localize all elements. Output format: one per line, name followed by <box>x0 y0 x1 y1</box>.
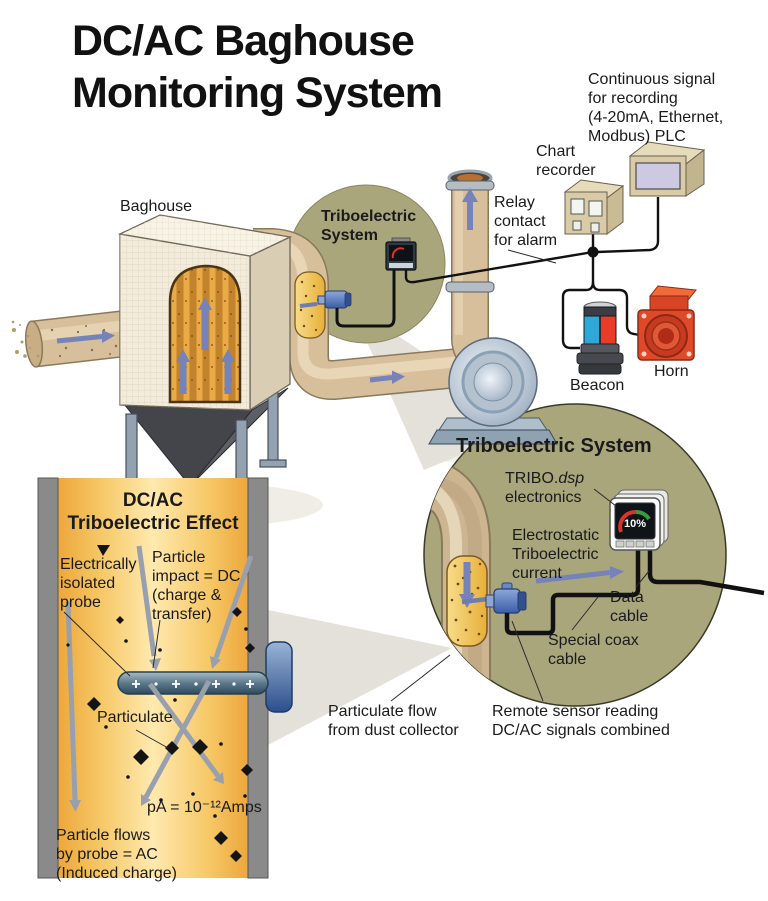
junction-dot <box>587 246 599 258</box>
small-sensor-patch <box>294 271 326 339</box>
label-tribo-dsp: TRIBO.dsp electronics <box>505 469 584 507</box>
charge-plus-marks <box>132 680 254 688</box>
tribo-dsp-device <box>609 489 669 551</box>
tribo-dsp-line2: electronics <box>505 489 582 507</box>
big-circle-title: Triboelectric System <box>456 435 652 457</box>
wire-alarm-horn <box>591 281 641 337</box>
small-sensor-cable <box>335 270 396 328</box>
label-particulate-flow: Particulate flow from dust collector <box>328 703 459 740</box>
label-continuous-signal: Continuous signal for recording (4-20mA,… <box>588 71 724 146</box>
big-sensor-patch <box>446 555 489 647</box>
dust-spray <box>11 320 40 358</box>
filter-bags-cutaway <box>168 264 242 404</box>
wire-plc <box>596 197 660 254</box>
relay-leader-line <box>507 249 557 264</box>
label-chart-recorder: Chart recorder <box>536 143 596 180</box>
inlet-pipe <box>11 309 133 368</box>
chart-recorder-box <box>563 179 625 235</box>
small-circle-title: Triboelectric System <box>321 208 417 245</box>
particulate-flakes <box>66 545 255 862</box>
label-special-coax: Special coax cable <box>548 632 639 669</box>
label-horn: Horn <box>654 363 689 380</box>
beacon-graphic <box>576 301 624 375</box>
tribo-dsp-prefix: TRIBO. <box>505 470 559 487</box>
zoom-wedge-left <box>268 610 452 745</box>
label-pa-amps: pA = 10⁻¹²Amps <box>147 799 262 816</box>
label-baghouse: Baghouse <box>120 198 193 215</box>
panel-leader-lines <box>63 611 169 749</box>
baghouse-graphic <box>117 214 293 517</box>
small-electronics-box <box>385 237 417 271</box>
label-relay-contact: Relay contact for alarm <box>494 194 558 250</box>
hopper-front <box>122 403 254 487</box>
effect-panel <box>37 477 293 879</box>
probe-rod <box>117 671 269 695</box>
label-particle-impact: Particle impact = DC (charge & transfer) <box>152 549 241 624</box>
wire-sensor-to-junction <box>404 250 594 284</box>
small-sensor-device <box>317 290 352 309</box>
panel-wall-left <box>37 477 59 879</box>
exhaust-stack <box>445 169 497 381</box>
tribo-dsp-name: dsp <box>558 470 585 487</box>
label-data-cable: Data cable <box>610 589 649 626</box>
wire-alarm-beacon <box>561 252 595 350</box>
electrostatic-current-arrow <box>535 566 624 584</box>
baghouse-right-face <box>249 235 291 412</box>
label-electrically-isolated: Electrically isolated probe <box>60 556 137 612</box>
label-beacon: Beacon <box>570 377 625 394</box>
wire-network <box>404 197 660 350</box>
gauge-value: 10% <box>623 518 647 530</box>
big-circle-leader-lines <box>390 488 650 702</box>
probe-mount-disc <box>265 641 293 713</box>
panel-title: DC/AC Triboelectric Effect <box>67 490 239 534</box>
page-title: DC/AC Baghouse Monitoring System <box>72 17 443 117</box>
label-particulate: Particulate <box>97 709 173 726</box>
horn-graphic <box>637 285 697 361</box>
impact-arrows <box>136 545 254 671</box>
blower-fan <box>428 337 558 445</box>
induced-arrows <box>65 601 224 812</box>
label-remote-sensor: Remote sensor reading DC/AC signals comb… <box>492 703 670 740</box>
label-particle-flows: Particle flows by probe = AC (Induced ch… <box>56 827 177 883</box>
coax-cable <box>504 548 641 636</box>
label-electrostatic-current: Electrostatic Triboelectric current <box>512 527 600 583</box>
data-cable-line <box>647 548 765 596</box>
plc-box <box>628 141 706 197</box>
